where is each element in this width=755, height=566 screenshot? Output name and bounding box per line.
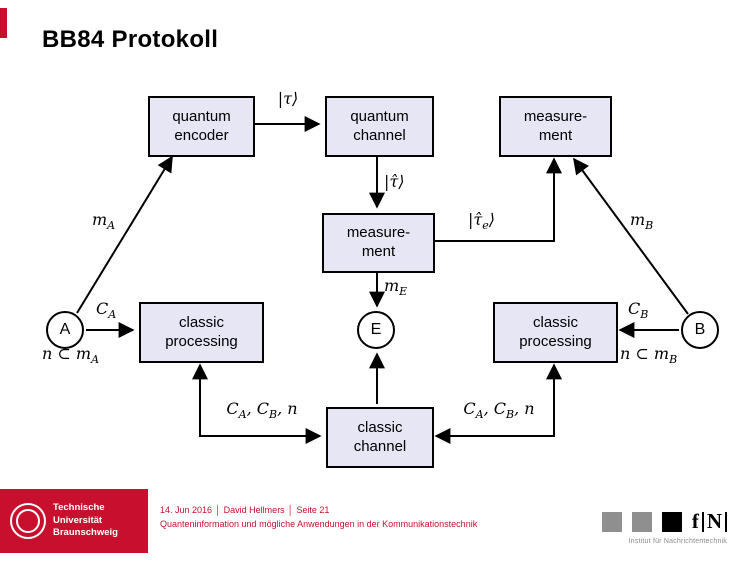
label-ket-tau-hat: |τ̂⟩ xyxy=(384,172,405,191)
black-square-icon xyxy=(661,511,682,532)
footer-meta: 14. Jun 2016│David Hellmers│Seite 21 Qua… xyxy=(160,505,478,530)
gray-square-icon xyxy=(631,511,652,532)
label-m-a: mA xyxy=(92,210,116,233)
gray-square-icon xyxy=(601,511,622,532)
arrow-bob-to-measurement-top xyxy=(573,157,689,315)
label-ket-tau-hat-e: |τ̂e⟩ xyxy=(468,210,496,233)
ifn-logo-block: f N Institut für Nachrichtentechnik xyxy=(601,509,727,545)
label-classic-info-left: CA, CB, n xyxy=(226,399,298,422)
label-classic-info-right: CA, CB, n xyxy=(463,399,535,422)
arrow-alice-to-encoder xyxy=(76,155,173,314)
box-measurement-top: measure- ment xyxy=(499,96,612,157)
label-m-b: mB xyxy=(630,210,654,233)
footer-separator: │ xyxy=(215,505,221,515)
label-c-b: CB xyxy=(628,299,649,322)
label-n-subset-ma: n ⊂ mA xyxy=(42,344,100,367)
label-c-a: CA xyxy=(96,299,117,322)
node-alice-label: A xyxy=(59,321,71,338)
footer-subtitle: Quanteninformation und mögliche Anwendun… xyxy=(160,518,478,529)
label-m-e: mE xyxy=(384,276,408,299)
institute-caption: Institut für Nachrichtentechnik xyxy=(628,538,727,545)
slide-accent-stripe xyxy=(0,8,7,38)
divider-bar-icon xyxy=(725,511,727,532)
node-eve: E xyxy=(357,311,395,349)
page-title: BB84 Protokoll xyxy=(42,26,219,53)
node-bob-label: B xyxy=(694,321,706,338)
ifn-wordmark: f N xyxy=(692,509,727,534)
box-classic-processing-left: classic processing xyxy=(139,302,264,363)
box-measurement-mid-label: measure- ment xyxy=(346,224,411,260)
tu-braunschweig-logo: Technische Universität Braunschweig xyxy=(0,489,148,553)
university-name: Technische Universität Braunschweig xyxy=(53,502,118,539)
node-eve-label: E xyxy=(370,321,382,338)
box-measurement-top-label: measure- ment xyxy=(523,107,588,144)
ifn-letter-n: N xyxy=(706,509,722,533)
node-alice: A xyxy=(46,311,84,349)
box-classic-channel: classic channel xyxy=(326,407,434,468)
box-quantum-channel-label: quantum channel xyxy=(350,107,409,144)
box-classic-processing-left-label: classic processing xyxy=(165,313,238,350)
box-quantum-channel: quantum channel xyxy=(325,96,434,157)
box-measurement-mid: measure- ment xyxy=(322,213,435,273)
tu-seal-icon xyxy=(10,503,46,539)
box-classic-processing-right-label: classic processing xyxy=(519,313,592,350)
ifn-letter-f: f xyxy=(691,509,699,533)
label-n-subset-mb: n ⊂ mB xyxy=(620,344,678,367)
footer-meta-line: 14. Jun 2016│David Hellmers│Seite 21 xyxy=(160,505,477,516)
footer-page-number: Seite 21 xyxy=(296,505,330,515)
label-ket-tau: |τ⟩ xyxy=(277,89,299,108)
divider-bar-icon xyxy=(701,511,704,532)
box-classic-channel-label: classic channel xyxy=(353,418,407,455)
box-quantum-encoder-label: quantum encoder xyxy=(172,107,231,144)
footer-separator: │ xyxy=(287,505,294,515)
box-quantum-encoder: quantum encoder xyxy=(148,96,255,157)
box-classic-processing-right: classic processing xyxy=(493,302,618,363)
footer-author: David Hellmers xyxy=(223,505,285,515)
ifn-logo-row: f N xyxy=(601,509,727,534)
node-bob: B xyxy=(681,311,719,349)
footer-date: 14. Jun 2016 xyxy=(160,505,213,515)
